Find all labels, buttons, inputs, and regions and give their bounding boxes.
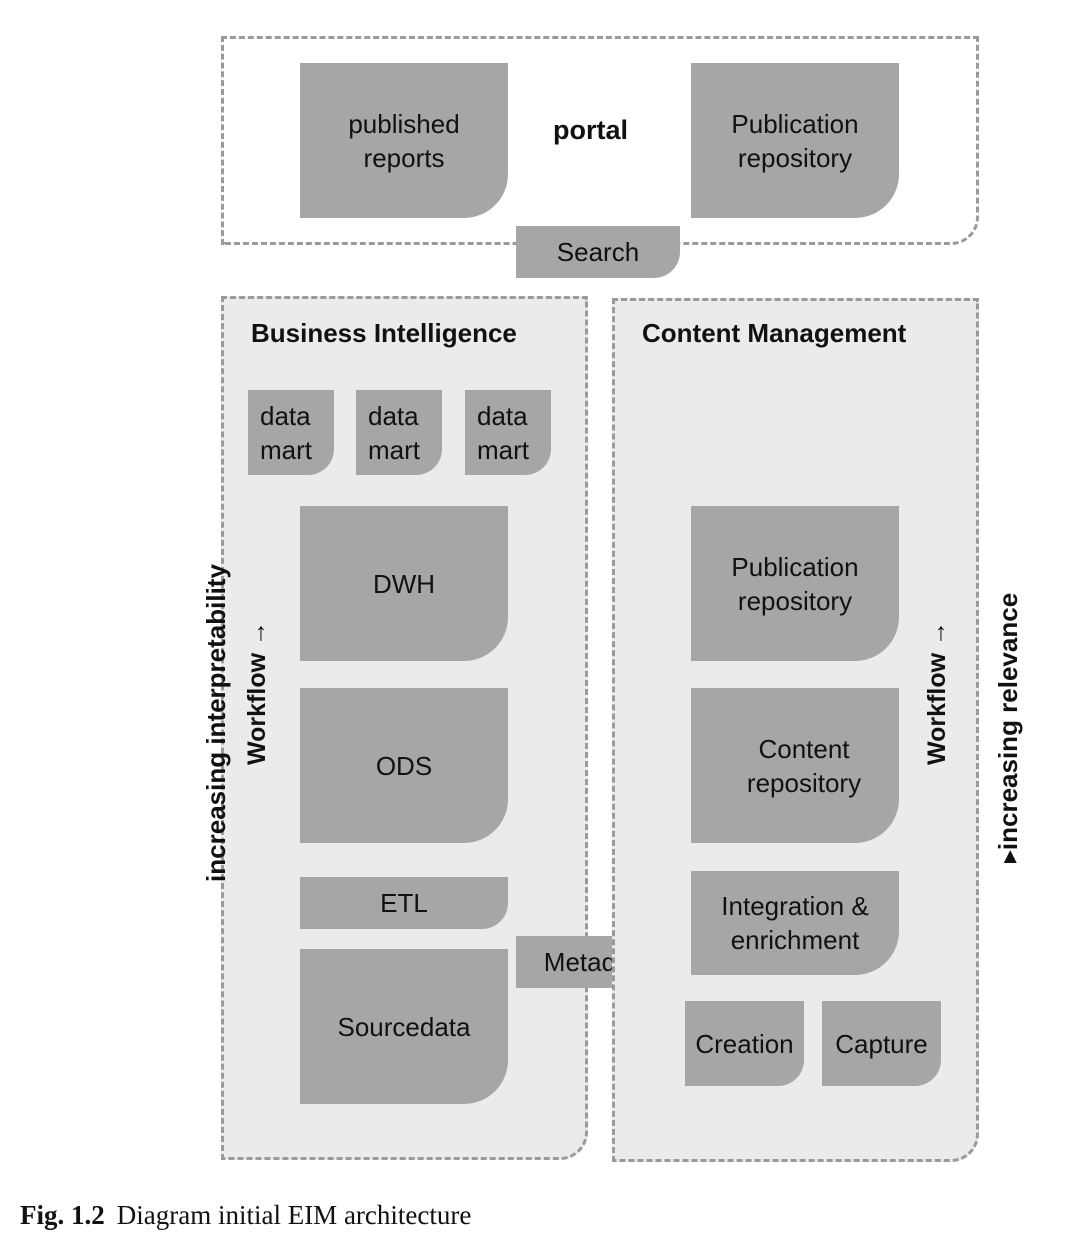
capture-box: Capture [822, 1001, 941, 1086]
business-intelligence-title: Business Intelligence [251, 318, 517, 348]
etl-box: ETL [300, 877, 508, 929]
portal-publication-repository-box: Publication repository [691, 63, 899, 218]
sourcedata-box: Sourcedata [300, 949, 508, 1104]
cm-publication-repository-box: Publication repository [691, 506, 899, 661]
figure-caption: Fig. 1.2 Diagram initial EIM architecture [20, 1200, 471, 1231]
data-mart-box: data mart [248, 390, 334, 475]
increasing-relevance-label: ▸increasing relevance [993, 592, 1023, 864]
bi-workflow-label: Workflow → [243, 621, 271, 765]
cm-workflow-label: Workflow → [923, 621, 951, 765]
published-reports-box: published reports [300, 63, 508, 218]
dwh-box: DWH [300, 506, 508, 661]
data-mart-box: data mart [465, 390, 551, 475]
ods-box: ODS [300, 688, 508, 843]
content-management-title: Content Management [642, 318, 907, 348]
figure-number: Fig. 1.2 [20, 1200, 105, 1230]
creation-box: Creation [685, 1001, 804, 1086]
data-mart-box: data mart [356, 390, 442, 475]
search-box: Search [516, 226, 680, 278]
figure-caption-text: Diagram initial EIM architecture [116, 1200, 472, 1230]
increasing-interpretability-label: increasing interpretability [201, 564, 231, 882]
integration-enrichment-box: Integration & enrichment [691, 871, 899, 975]
content-repository-box: Content repository [691, 688, 899, 843]
portal-title: portal [553, 115, 629, 145]
